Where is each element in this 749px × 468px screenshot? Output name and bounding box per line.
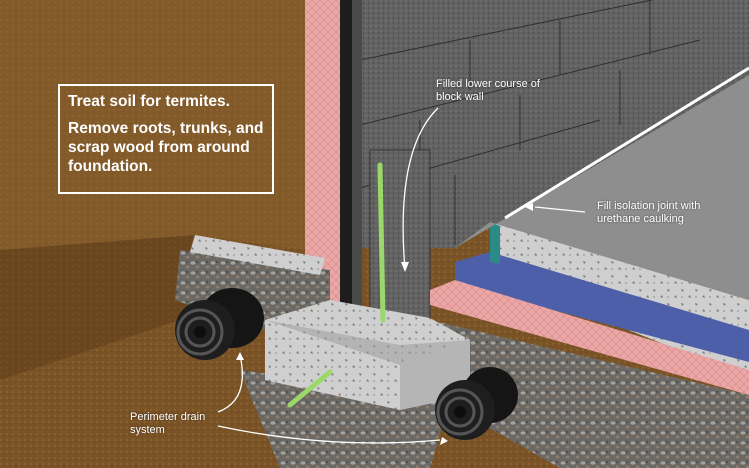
vertical-rebar	[377, 162, 386, 323]
callout-line-1: Treat soil for termites.	[68, 93, 230, 110]
drain-pipe-left	[175, 288, 264, 360]
leader-drain-left	[217, 354, 244, 413]
waterproofing-layer	[340, 0, 352, 315]
label-filled-course: Filled lower course of block wall	[436, 78, 540, 103]
soil-wall-face	[0, 0, 305, 250]
leader-arrowheads	[236, 203, 533, 445]
drain-pipe-right	[435, 367, 518, 440]
leader-isolation-joint	[534, 206, 586, 213]
leader-lines	[217, 107, 586, 444]
gravel-right	[430, 320, 749, 468]
horizontal-rebar	[287, 369, 333, 408]
leader-drain-right	[217, 425, 441, 444]
block-wall	[360, 0, 749, 248]
isolation-joint-caulk	[504, 66, 749, 220]
termite-callout: Treat soil for termites. Remove roots, t…	[58, 84, 274, 194]
label-perimeter-drain: Perimeter drain system	[130, 411, 206, 436]
foam-insulation	[305, 0, 340, 310]
vapor-barrier	[455, 252, 749, 362]
floor-surface	[455, 75, 749, 300]
slab-foam	[430, 280, 749, 395]
label-isolation-joint: Fill isolation joint with urethane caulk…	[597, 200, 701, 225]
leader-filled-course	[402, 107, 439, 271]
callout-line-2: Remove roots, trunks, and scrap wood fro…	[68, 120, 264, 175]
